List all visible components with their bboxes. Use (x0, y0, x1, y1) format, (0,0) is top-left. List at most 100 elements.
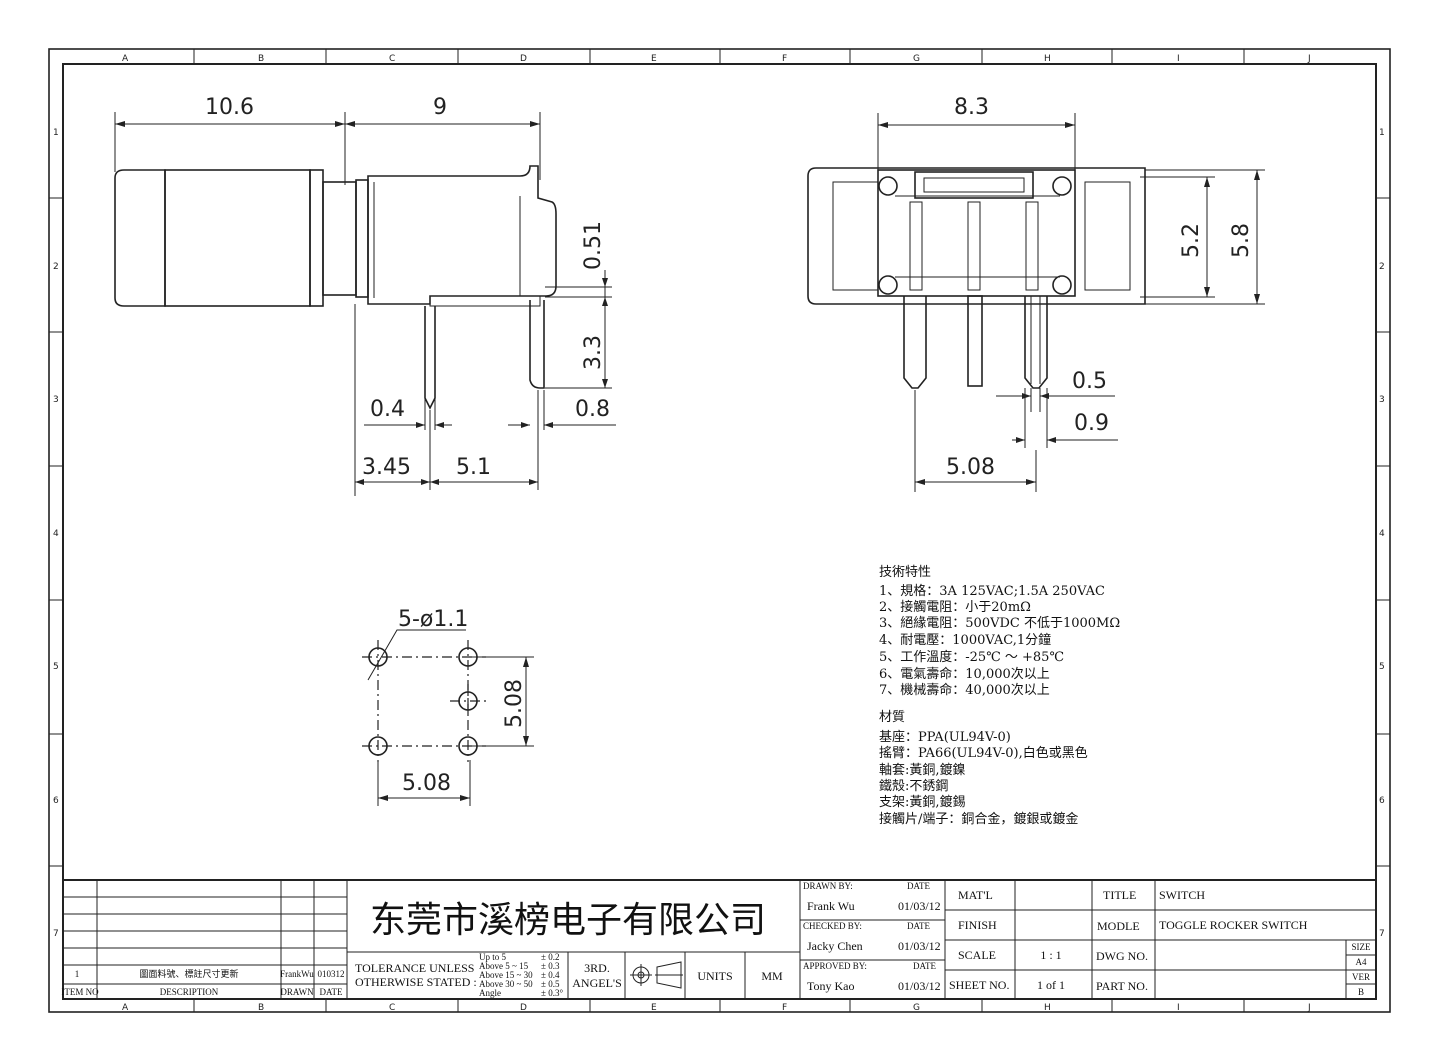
grid-col-F-bottom: F (782, 1003, 787, 1013)
drawn-by-label: DRAWN BY: (803, 881, 853, 891)
grid-row-5-right: 5 (1379, 662, 1385, 672)
holes-callout: 5-ø1.1 (398, 607, 468, 632)
dim-0-9: 0.9 (1074, 411, 1109, 436)
model-label: MODLE (1097, 919, 1140, 933)
grid-row-4-left: 4 (53, 529, 59, 539)
tol-value-2: ± 0.3 (541, 961, 560, 971)
grid-row-5-left: 5 (53, 662, 59, 672)
header-item-no: ITEM NO (61, 987, 99, 997)
scale-value: 1 : 1 (1040, 948, 1061, 962)
angle-line1: 3RD. (584, 961, 610, 975)
matl-label: MAT'L (958, 888, 993, 902)
grid-col-I-top: I (1177, 54, 1180, 64)
tol-value-3: ± 0.4 (541, 970, 560, 980)
dim-9: 9 (433, 95, 447, 120)
dim-5-1: 5.1 (456, 455, 491, 480)
sheet-value: 1 of 1 (1037, 978, 1065, 992)
grid-col-H-top: H (1044, 54, 1051, 64)
model-value: TOGGLE ROCKER SWITCH (1159, 918, 1308, 932)
approved-by: Tony Kao (807, 979, 854, 993)
grid-row-7-left: 7 (53, 929, 59, 939)
dim-5-8: 5.8 (1229, 223, 1254, 258)
title-block: 1 圖面料號、標註尺寸更新 FrankWu 010312 ITEM NO DES… (61, 879, 1376, 999)
grid-row-1-left: 1 (53, 128, 59, 138)
dim-8-3: 8.3 (954, 95, 989, 120)
dim-5-08-front: 5.08 (946, 455, 995, 480)
grid-row-3-left: 3 (53, 395, 59, 405)
tol-value-5: ± 0.3° (541, 988, 563, 998)
grid-row-2-left: 2 (53, 262, 59, 272)
grid-labels: A B C D E F G H I J A B C D E F G H I J … (53, 54, 1385, 1013)
scale-label: SCALE (958, 948, 996, 962)
pcb-layout: 5-ø1.1 5.08 5.08 (362, 607, 534, 806)
grid-row-6-left: 6 (53, 796, 59, 806)
rev-description: 圖面料號、標註尺寸更新 (139, 968, 238, 979)
tol-value-1: ± 0.2 (541, 952, 559, 962)
header-date: DATE (320, 987, 343, 997)
grid-col-C-top: C (389, 54, 395, 64)
approved-date: 01/03/12 (898, 979, 941, 993)
angle-line2: ANGEL'S (572, 976, 622, 990)
grid-row-2-right: 2 (1379, 262, 1385, 272)
drawing-frame (48, 48, 1391, 1013)
grid-col-E-bottom: E (651, 1003, 657, 1013)
side-view: 0.51 3.3 10.6 9 0.4 0.8 3.45 5.1 (114, 95, 616, 496)
units-label: UNITS (697, 969, 732, 983)
ver-label: VER (1352, 972, 1370, 982)
grid-col-J-bottom: J (1307, 1003, 1311, 1013)
material-3: 軸套:黃銅,鍍鎳 (879, 762, 966, 778)
grid-col-F-top: F (782, 54, 787, 64)
tol-range-3: Above 15 ~ 30 (479, 970, 533, 980)
checked-by-label: CHECKED BY: (803, 921, 862, 931)
tolerance-line2: OTHERWISE STATED : (355, 975, 477, 989)
grid-row-7-right: 7 (1379, 929, 1385, 939)
grid-col-G-bottom: G (913, 1003, 920, 1013)
ver-value: B (1358, 987, 1364, 997)
checked-date-label: DATE (907, 921, 930, 931)
spec-item-7: 7、機械壽命：40,000次以上 (879, 682, 1050, 698)
dim-5-08-pcb-v: 5.08 (502, 679, 527, 728)
finish-label: FINISH (958, 918, 997, 932)
dim-5-2: 5.2 (1179, 223, 1204, 258)
dim-0-51: 0.51 (581, 221, 606, 270)
tol-range-2: Above 5 ~ 15 (479, 961, 529, 971)
header-description: DESCRIPTION (160, 987, 219, 997)
size-value: A4 (1356, 957, 1367, 967)
spec-item-4: 4、耐電壓：1000VAC,1分鐘 (879, 632, 1051, 648)
units-value: MM (761, 969, 783, 983)
spec-item-1: 1、規格：3A 125VAC;1.5A 250VAC (879, 583, 1105, 599)
tol-range-4: Above 30 ~ 50 (479, 979, 533, 989)
checked-by: Jacky Chen (807, 939, 863, 953)
projection-symbol-icon (630, 961, 683, 989)
grid-row-3-right: 3 (1379, 395, 1385, 405)
grid-col-B-bottom: B (258, 1003, 264, 1013)
grid-col-D-top: D (520, 54, 527, 64)
spec-item-5: 5、工作溫度：-25℃ ～ +85℃ (879, 649, 1064, 665)
size-label: SIZE (1352, 942, 1372, 952)
grid-col-A-bottom: A (122, 1003, 129, 1013)
material-1: 基座：PPA(UL94V-0) (879, 730, 1011, 745)
rev-date: 010312 (318, 969, 345, 979)
grid-row-6-right: 6 (1379, 796, 1385, 806)
tol-range-5: Angle (479, 988, 501, 998)
front-view: 8.3 5.2 5.8 (807, 95, 1265, 492)
drawn-date-label: DATE (907, 881, 930, 891)
grid-col-C-bottom: C (389, 1003, 395, 1013)
spec-item-3: 3、絕緣電阻：500VDC 不低于1000MΩ (879, 616, 1120, 631)
dim-0-8: 0.8 (575, 397, 610, 422)
approved-by-label: APPROVED BY: (803, 961, 867, 971)
dim-10-6: 10.6 (205, 95, 254, 120)
grid-col-E-top: E (651, 54, 657, 64)
material-5: 支架:黃銅,鍍錫 (879, 794, 966, 810)
grid-row-4-right: 4 (1379, 529, 1385, 539)
company-name: 东莞市溪榜电子有限公司 (370, 900, 766, 941)
grid-col-A-top: A (122, 54, 129, 64)
drawn-by: Frank Wu (807, 899, 855, 913)
materials-title: 材質 (879, 710, 905, 725)
dwg-label: DWG NO. (1096, 949, 1148, 963)
grid-col-G-top: G (913, 54, 920, 64)
rev-item-no: 1 (75, 969, 80, 979)
material-2: 搖臂：PA66(UL94V-0),白色或黑色 (879, 745, 1088, 761)
spec-item-2: 2、接觸電阻：小于20mΩ (879, 599, 1031, 615)
